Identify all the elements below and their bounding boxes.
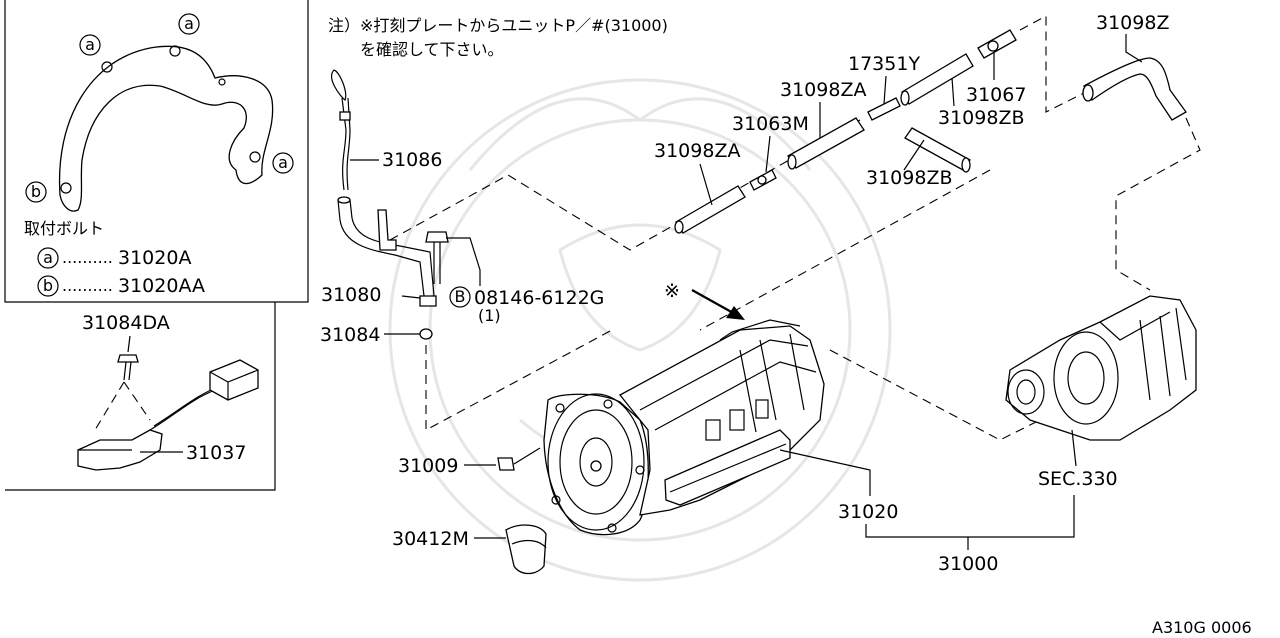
label-31098ZB-2: 31098ZB xyxy=(866,167,953,189)
svg-text:b: b xyxy=(43,276,53,295)
label-31084DA: 31084DA xyxy=(82,312,170,334)
asterisk-mark: ※ xyxy=(664,280,680,302)
label-31098ZA-2: 31098ZA xyxy=(780,79,866,101)
svg-text:31020AA: 31020AA xyxy=(118,275,205,297)
hose-31098Z xyxy=(1083,57,1187,121)
filler-tube-31080: 31080 xyxy=(321,196,437,307)
gasket-31084: 31084 xyxy=(320,324,613,431)
label-31098Z: 31098Z xyxy=(1096,12,1169,34)
callout-a-3: a xyxy=(272,152,294,174)
label-31063M: 31063M xyxy=(732,113,809,135)
callout-b-1: b xyxy=(25,181,47,203)
label-31084: 31084 xyxy=(320,324,380,346)
label-31080: 31080 xyxy=(321,284,381,306)
diagram-code: A310G 0006 xyxy=(1152,618,1252,637)
dipstick-31086: 31086 xyxy=(331,69,442,191)
label-08146-6122G: 08146-6122G xyxy=(474,287,604,309)
transfer-case-sec330: SEC.330 xyxy=(1005,295,1197,490)
svg-text:a: a xyxy=(85,35,95,54)
callout-a-1: a xyxy=(178,13,200,35)
label-31000: 31000 xyxy=(938,553,998,575)
bolt-legend-title: 取付ボルト xyxy=(24,219,104,238)
svg-text:..........: .......... xyxy=(62,276,113,295)
label-08146-qty: (1) xyxy=(478,306,501,325)
bracket-inset: a a a b 取付ボルト a .......... 31020A b ....… xyxy=(4,0,309,303)
svg-text:31020A: 31020A xyxy=(118,247,191,269)
svg-text:b: b xyxy=(31,182,41,201)
cooler-lines: 31098ZA 31063M 31098ZA 17351Y 31098ZB 31… xyxy=(389,12,1201,331)
label-31098ZB-1: 31098ZB xyxy=(938,107,1025,129)
label-SEC330: SEC.330 xyxy=(1038,468,1118,490)
label-31098ZA-1: 31098ZA xyxy=(654,140,740,162)
drain-plug-31009: 31009 xyxy=(398,447,541,477)
hose-31098ZB-2 xyxy=(904,127,971,171)
transmission-31020: 31020 xyxy=(543,319,898,536)
label-31009: 31009 xyxy=(398,455,458,477)
svg-text:B: B xyxy=(455,287,466,306)
label-31020: 31020 xyxy=(838,501,898,523)
label-31037: 31037 xyxy=(186,442,246,464)
svg-text:..........: .......... xyxy=(62,248,113,267)
note-line-1: 注）※打刻プレートからユニットP／#(31000) xyxy=(328,16,668,35)
arrow-head xyxy=(726,306,745,320)
label-31086: 31086 xyxy=(382,149,442,171)
clip-30412M: 30412M xyxy=(392,524,547,575)
bolt-legend-row-a: a .......... 31020A xyxy=(37,247,191,269)
label-31067: 31067 xyxy=(966,84,1026,106)
callout-a-2: a xyxy=(79,34,101,56)
note-line-2: を確認して下さい。 xyxy=(360,40,504,59)
bolt-08146: B 08146-6122G (1) xyxy=(425,231,604,325)
sensor-inset: 31084DA 31037 xyxy=(5,302,276,491)
svg-text:a: a xyxy=(43,248,53,267)
svg-text:a: a xyxy=(278,153,288,172)
label-30412M: 30412M xyxy=(392,528,469,550)
hose-31098ZA-1 xyxy=(675,185,746,234)
label-17351Y: 17351Y xyxy=(848,53,920,75)
joint-17351Y xyxy=(867,97,901,121)
bolt-legend-row-b: b .......... 31020AA xyxy=(37,275,205,297)
bracket-plate xyxy=(58,45,274,212)
svg-text:a: a xyxy=(184,14,194,33)
